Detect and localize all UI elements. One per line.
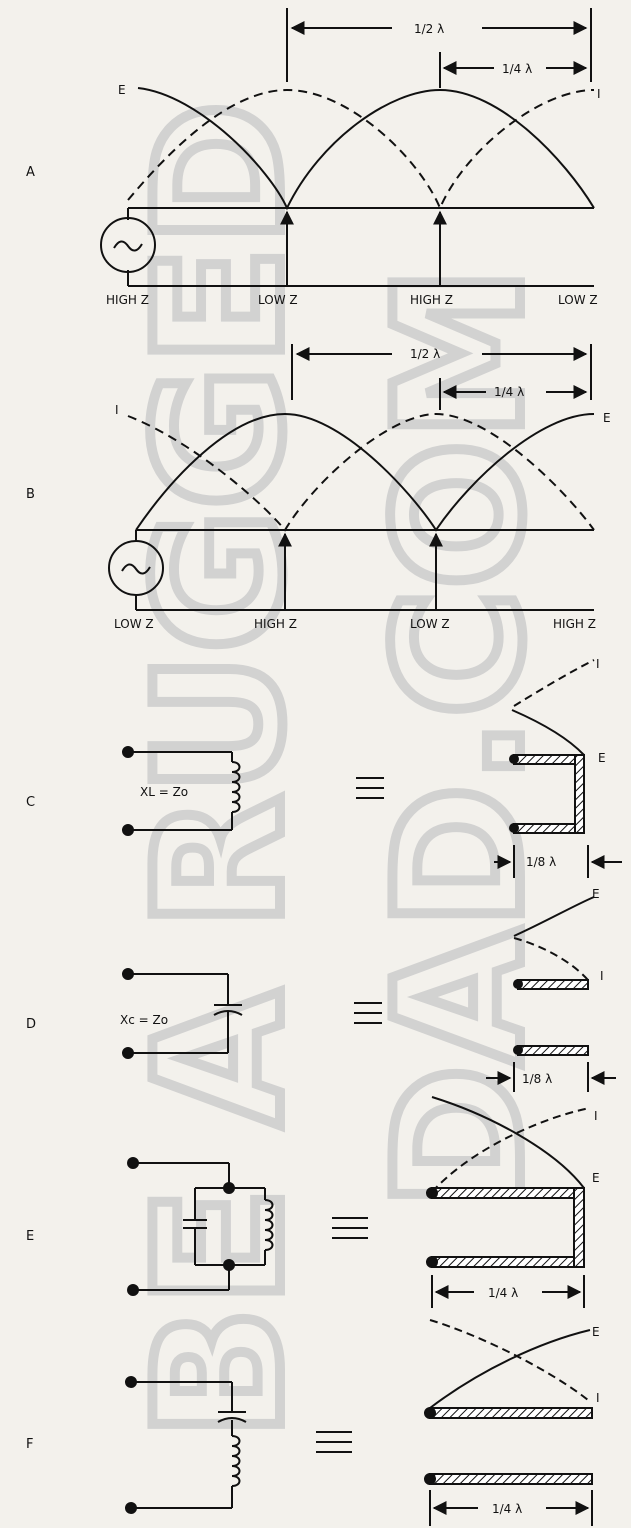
a-curve-i: I [597, 87, 601, 101]
b-dim-quarter: 1/4 λ [494, 385, 524, 399]
b-z-4: HIGH Z [553, 617, 596, 631]
panel-a-text: 1/2 λ 1/4 λ E I HIGH Z LOW Z HIGH Z LOW … [106, 22, 601, 307]
panel-label-a: A [26, 165, 35, 180]
e-curve-e: E [592, 1171, 600, 1185]
e-dim: 1/4 λ [488, 1286, 518, 1300]
panel-f [125, 1319, 593, 1526]
watermark: BE A RUGGED DAD.COM [114, 96, 567, 1445]
b-curve-i: I [115, 403, 119, 417]
f-curve-e: E [592, 1325, 600, 1339]
f-curve-i: I [596, 1391, 600, 1405]
panel-d [122, 896, 616, 1092]
watermark-line2: DAD.COM [359, 266, 562, 1210]
panel-c-text: XL = Zo I E 1/8 λ [140, 657, 606, 869]
panel-b [108, 344, 595, 611]
watermark-line1: BE A RUGGED [119, 101, 322, 1440]
panel-letters: A B C D E F [26, 165, 36, 1452]
panel-f-text: E I 1/4 λ [492, 1325, 600, 1516]
c-curve-i: I [596, 657, 600, 671]
panel-b-text: 1/2 λ 1/4 λ I E LOW Z HIGH Z LOW Z HIGH … [114, 347, 611, 631]
a-z-4: LOW Z [558, 293, 598, 307]
panel-a [100, 8, 595, 287]
d-formula: Xc = Zo [120, 1013, 168, 1027]
a-z-2: LOW Z [258, 293, 298, 307]
panel-d-text: Xc = Zo E I 1/8 λ [120, 887, 604, 1086]
panel-label-f: F [26, 1437, 33, 1452]
c-dim: 1/8 λ [526, 855, 556, 869]
panel-e [127, 1096, 591, 1308]
b-curve-e: E [603, 411, 611, 425]
a-dim-quarter: 1/4 λ [502, 62, 532, 76]
panel-label-c: C [26, 795, 35, 810]
panel-c [122, 659, 622, 878]
a-dim-half: 1/2 λ [414, 22, 444, 36]
c-curve-e: E [598, 751, 606, 765]
b-dim-half: 1/2 λ [410, 347, 440, 361]
a-z-1: HIGH Z [106, 293, 149, 307]
d-curve-e: E [592, 887, 600, 901]
f-dim: 1/4 λ [492, 1502, 522, 1516]
b-z-3: LOW Z [410, 617, 450, 631]
a-curve-e: E [118, 83, 126, 97]
panel-label-d: D [26, 1017, 36, 1032]
d-dim: 1/8 λ [522, 1072, 552, 1086]
panel-label-e: E [26, 1229, 34, 1244]
b-z-2: HIGH Z [254, 617, 297, 631]
e-curve-i: I [594, 1109, 598, 1123]
b-z-1: LOW Z [114, 617, 154, 631]
d-curve-i: I [600, 969, 604, 983]
a-z-3: HIGH Z [410, 293, 453, 307]
panel-e-text: I E 1/4 λ [488, 1109, 600, 1300]
c-formula: XL = Zo [140, 785, 188, 799]
panel-label-b: B [26, 487, 35, 502]
